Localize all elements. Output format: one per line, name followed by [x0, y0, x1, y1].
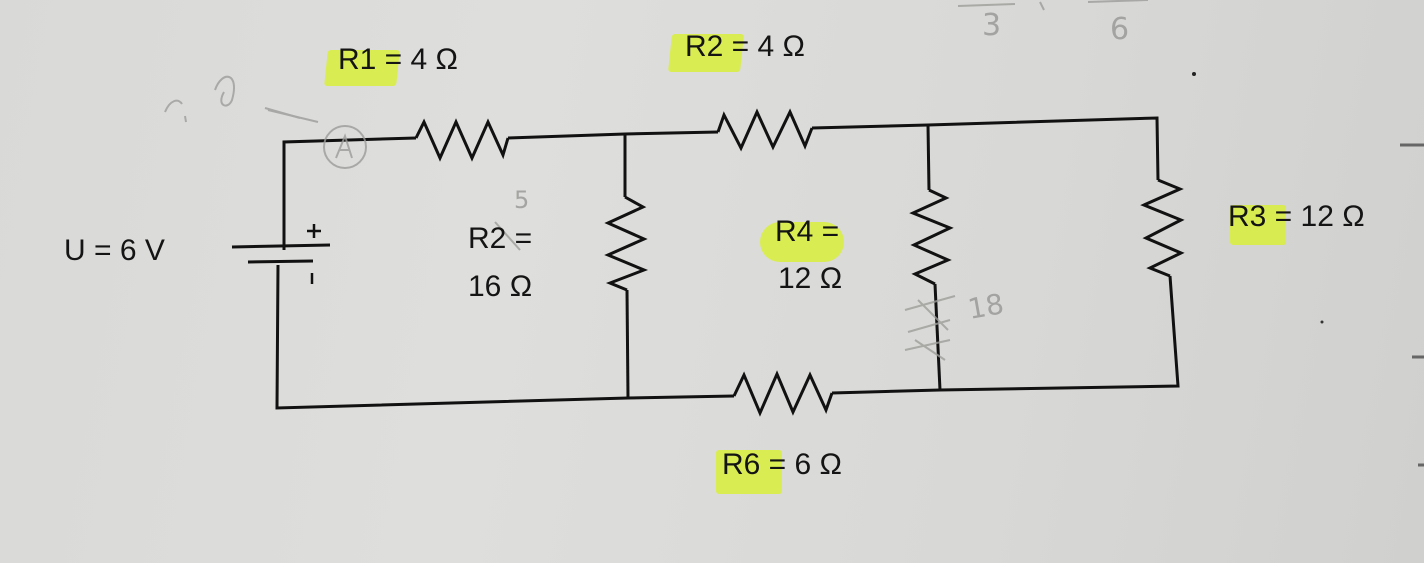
ammeter-icon	[323, 125, 367, 169]
highlight-r3	[1230, 205, 1286, 245]
label-r4-line2: 12 Ω	[778, 262, 843, 295]
resistor-r3	[1140, 178, 1185, 278]
highlight-r4	[760, 222, 844, 262]
wire-top-right	[811, 116, 1160, 181]
ink-dot	[1192, 72, 1196, 76]
label-r2b-line2: 16 Ω	[468, 270, 533, 303]
label-r3: R3 = 12 Ω	[1228, 200, 1365, 233]
wire-left-top	[282, 136, 417, 250]
battery-plate-short	[247, 259, 314, 264]
wire-top-mid	[507, 130, 719, 140]
wire-right-bottom	[939, 275, 1180, 392]
label-r4-line1: R4 =	[775, 215, 840, 248]
resistor-r1	[414, 118, 510, 162]
pencil-scribble-r4	[904, 295, 956, 361]
label-r6: R6 = 6 Ω	[722, 448, 842, 481]
battery-plate-long	[231, 243, 331, 249]
ink-dot-2	[1320, 320, 1324, 324]
pencil-digits-18: 18	[965, 287, 1007, 326]
highlight-r6	[716, 450, 782, 494]
pencil-ammeter-a	[335, 133, 353, 159]
resistor-r6	[732, 370, 834, 417]
wire-bottom-left	[275, 264, 735, 410]
resistor-r2b	[604, 195, 649, 292]
label-r2b-line1: R2 =	[468, 222, 533, 255]
wire-branch2-top	[926, 124, 931, 191]
resistor-r2	[716, 108, 814, 152]
resistor-r4	[909, 188, 954, 286]
pencil-ammeter-lead	[267, 109, 319, 123]
pencil-mark-r2b	[494, 221, 521, 251]
battery-plus-mark	[307, 224, 321, 238]
wire-branch1-bottom	[625, 289, 630, 399]
label-r2: R2 = 4 Ω	[685, 30, 805, 63]
pencil-digit-5: 5	[514, 186, 530, 214]
pencil-scribble-left	[164, 75, 301, 123]
label-r1: R1 = 4 Ω	[338, 43, 458, 76]
wire-bottom-right	[831, 388, 941, 395]
pencil-digit-3: 3	[982, 8, 1002, 43]
pencil-fraction-lines	[957, 0, 1149, 11]
pencil-digit-6: 6	[1110, 12, 1130, 47]
label-source: U = 6 V	[64, 234, 165, 267]
